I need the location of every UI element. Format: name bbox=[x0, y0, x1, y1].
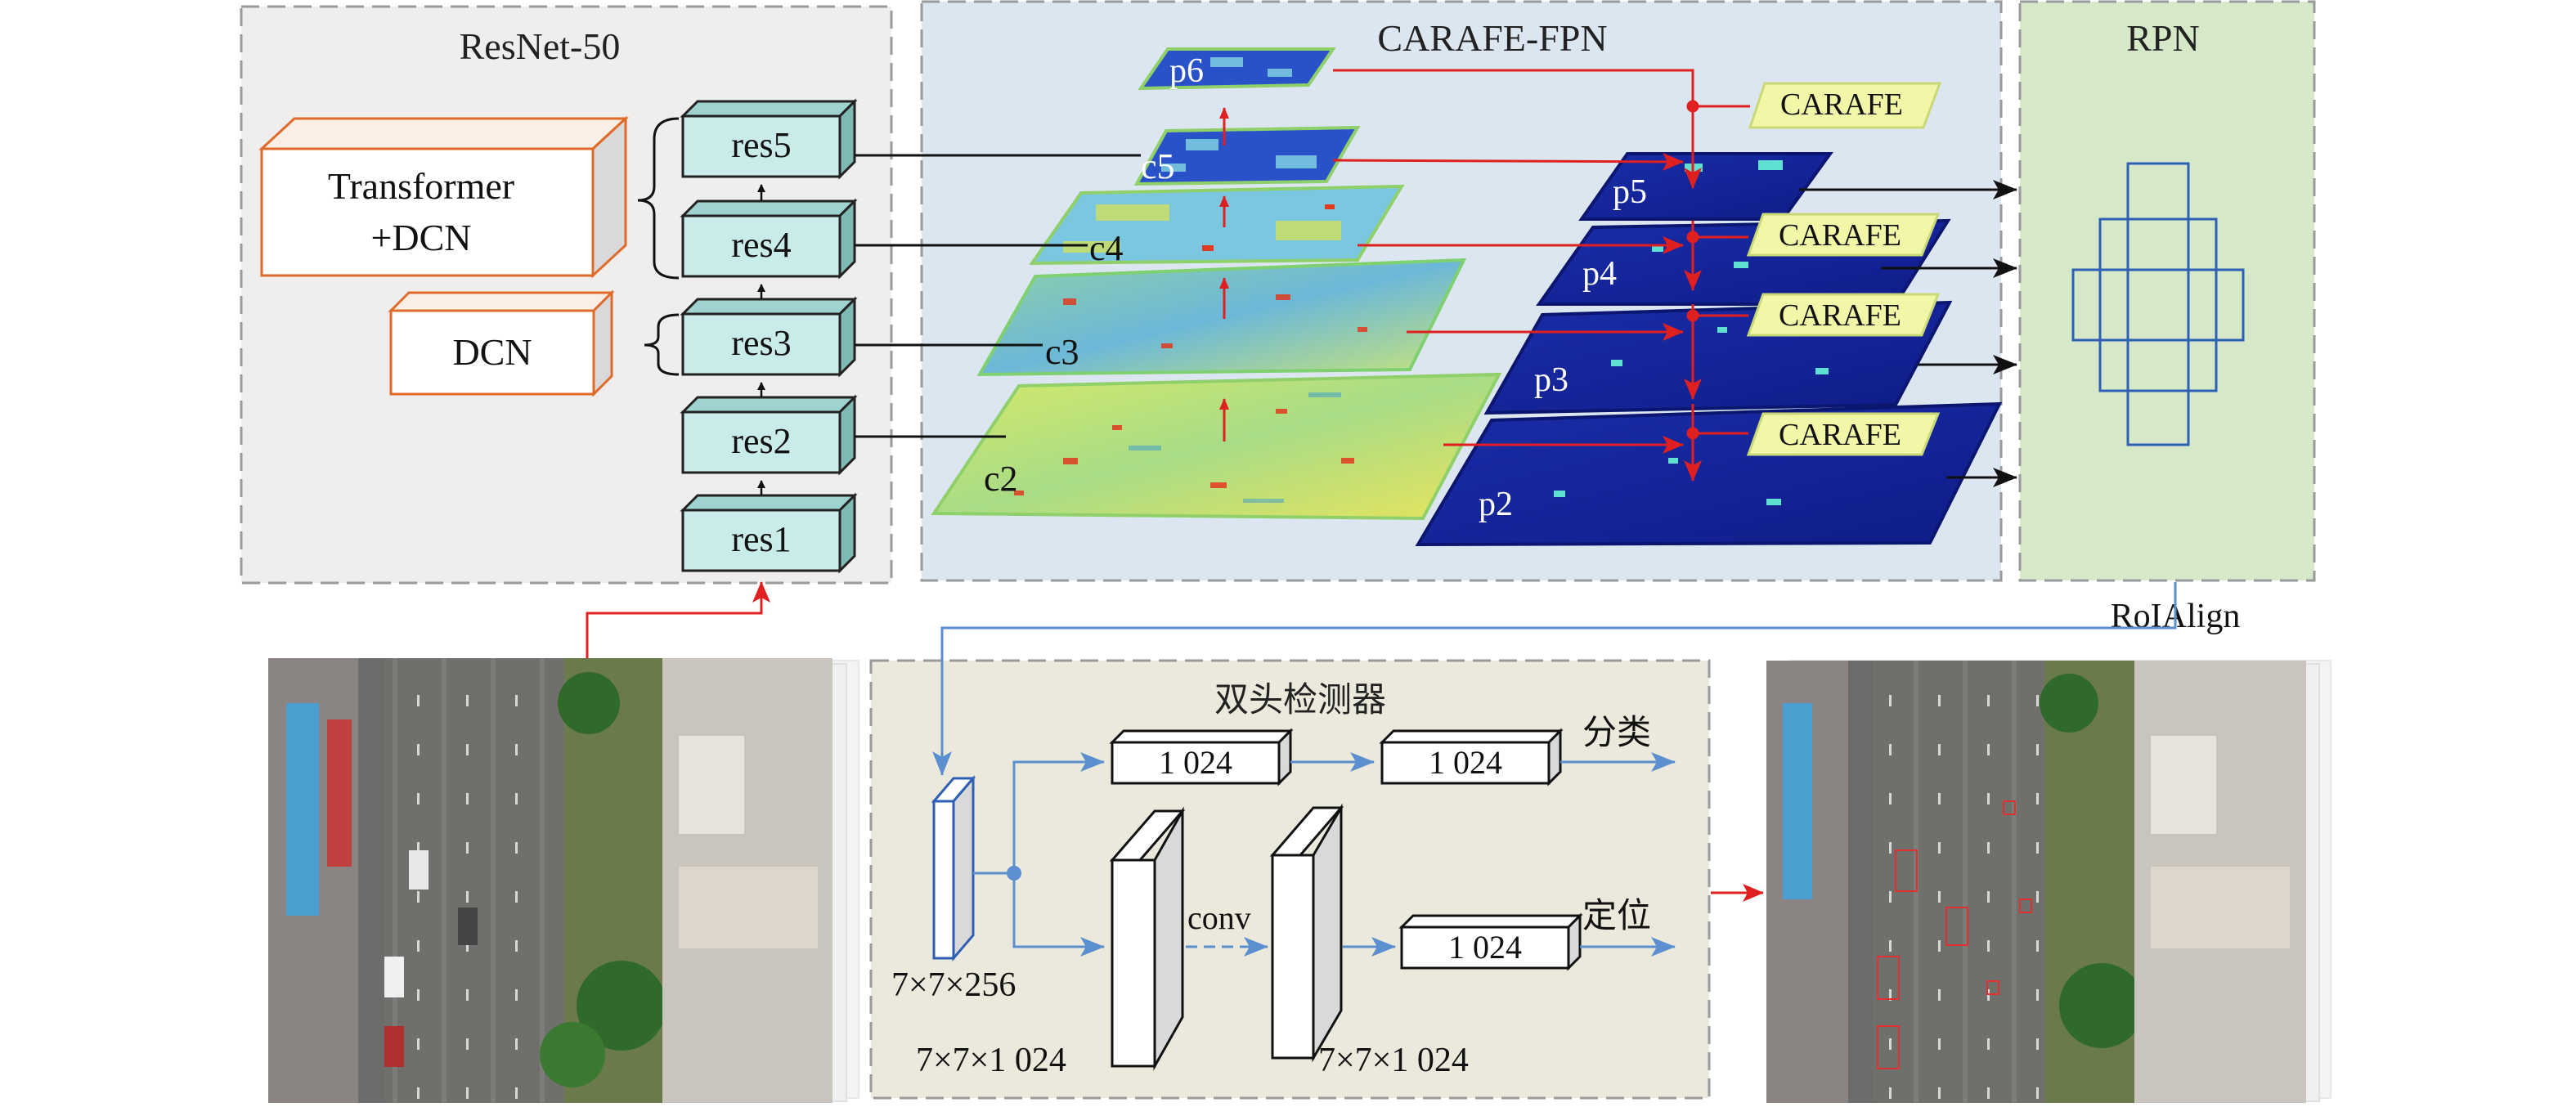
carafe-tag-2: CARAFE bbox=[1746, 213, 1941, 257]
fpn-red-arrows bbox=[1332, 69, 1750, 482]
res1-block: res1 bbox=[680, 492, 858, 574]
cls-label: 分类 bbox=[1582, 712, 1651, 752]
carafe-label-2: CARAFE bbox=[1779, 218, 1901, 253]
c-feature-maps bbox=[931, 47, 1502, 521]
rpn-panel bbox=[2018, 0, 2316, 582]
conv-label: conv bbox=[1187, 899, 1251, 936]
aerial-street-photo-icon bbox=[268, 658, 832, 1103]
roi-feature-label: 7×7×256 bbox=[891, 966, 1016, 1004]
res4-block: res4 bbox=[680, 198, 858, 280]
p4-label: p4 bbox=[1582, 255, 1617, 293]
c4-label: c4 bbox=[1089, 228, 1124, 268]
transformer-label: Transformer bbox=[328, 165, 514, 207]
c3-map bbox=[976, 258, 1467, 377]
res-to-c-lines bbox=[855, 154, 1141, 438]
res3-label: res3 bbox=[731, 323, 791, 363]
carafe-label-1: CARAFE bbox=[1780, 87, 1903, 122]
output-image-stack bbox=[1766, 660, 2331, 1103]
head-branch-lines bbox=[973, 752, 1105, 957]
p6-map bbox=[1138, 47, 1336, 91]
fc1-label: 1 024 bbox=[1159, 744, 1232, 781]
res2-label: res2 bbox=[731, 421, 791, 461]
dcn-plus-label: +DCN bbox=[370, 217, 471, 258]
fc3-label: 1 024 bbox=[1448, 929, 1522, 966]
carafe-tag-1: CARAFE bbox=[1748, 82, 1942, 129]
aerial-street-detections-icon bbox=[1766, 661, 2306, 1103]
head-title: 双头检测器 bbox=[1214, 679, 1386, 719]
rpn-title: RPN bbox=[2126, 17, 2199, 59]
c2-map bbox=[931, 372, 1502, 521]
fpn-title: CARAFE-FPN bbox=[1377, 17, 1607, 59]
carafe-tags: CARAFE CARAFE CARAFE CARAFE bbox=[1746, 82, 1942, 456]
braces bbox=[637, 117, 680, 376]
conv2-label: 7×7×1 024 bbox=[1318, 1042, 1469, 1079]
res5-label: res5 bbox=[731, 125, 791, 165]
res5-block: res5 bbox=[680, 98, 858, 180]
p2-label: p2 bbox=[1479, 486, 1513, 523]
fc1-block: 1 024 bbox=[1109, 728, 1294, 787]
roi-feature-block bbox=[931, 774, 976, 962]
res2-block: res2 bbox=[680, 394, 858, 476]
fc2-block: 1 024 bbox=[1379, 728, 1564, 787]
c3-label: c3 bbox=[1045, 332, 1079, 372]
resnet-title: ResNet-50 bbox=[460, 25, 621, 67]
rpn-anchors bbox=[2071, 162, 2245, 446]
dcn-box bbox=[388, 289, 615, 397]
carafe-tag-4: CARAFE bbox=[1746, 412, 1941, 456]
resnet-stack: res5 res4 res3 res2 res1 bbox=[680, 98, 858, 574]
res4-label: res4 bbox=[731, 225, 791, 265]
p3-label: p3 bbox=[1534, 361, 1568, 399]
fc3-block: 1 024 bbox=[1398, 912, 1583, 971]
fc2-label: 1 024 bbox=[1429, 744, 1502, 781]
c5-label: c5 bbox=[1141, 146, 1175, 186]
res1-label: res1 bbox=[731, 519, 791, 559]
input-image-stack bbox=[268, 658, 859, 1103]
c2-label: c2 bbox=[984, 459, 1018, 499]
carafe-label-4: CARAFE bbox=[1779, 418, 1901, 452]
p-to-rpn-arrows bbox=[1799, 180, 2017, 487]
dcn-label: DCN bbox=[452, 331, 532, 373]
carafe-tag-3: CARAFE bbox=[1746, 293, 1941, 337]
p6-label: p6 bbox=[1169, 52, 1204, 90]
input-to-res1-arrow bbox=[586, 581, 770, 658]
carafe-label-3: CARAFE bbox=[1779, 298, 1901, 333]
res3-block: res3 bbox=[680, 296, 858, 378]
c5-map bbox=[1133, 125, 1361, 186]
loc-label: 定位 bbox=[1582, 895, 1651, 935]
c4-map bbox=[1029, 184, 1405, 266]
p5-label: p5 bbox=[1613, 173, 1647, 211]
conv2-block bbox=[1269, 803, 1344, 1063]
conv1-block bbox=[1109, 806, 1186, 1071]
transformer-dcn-box bbox=[258, 115, 629, 279]
conv1-label: 7×7×1 024 bbox=[916, 1042, 1066, 1079]
roialign-to-head-arrow bbox=[932, 582, 2177, 776]
